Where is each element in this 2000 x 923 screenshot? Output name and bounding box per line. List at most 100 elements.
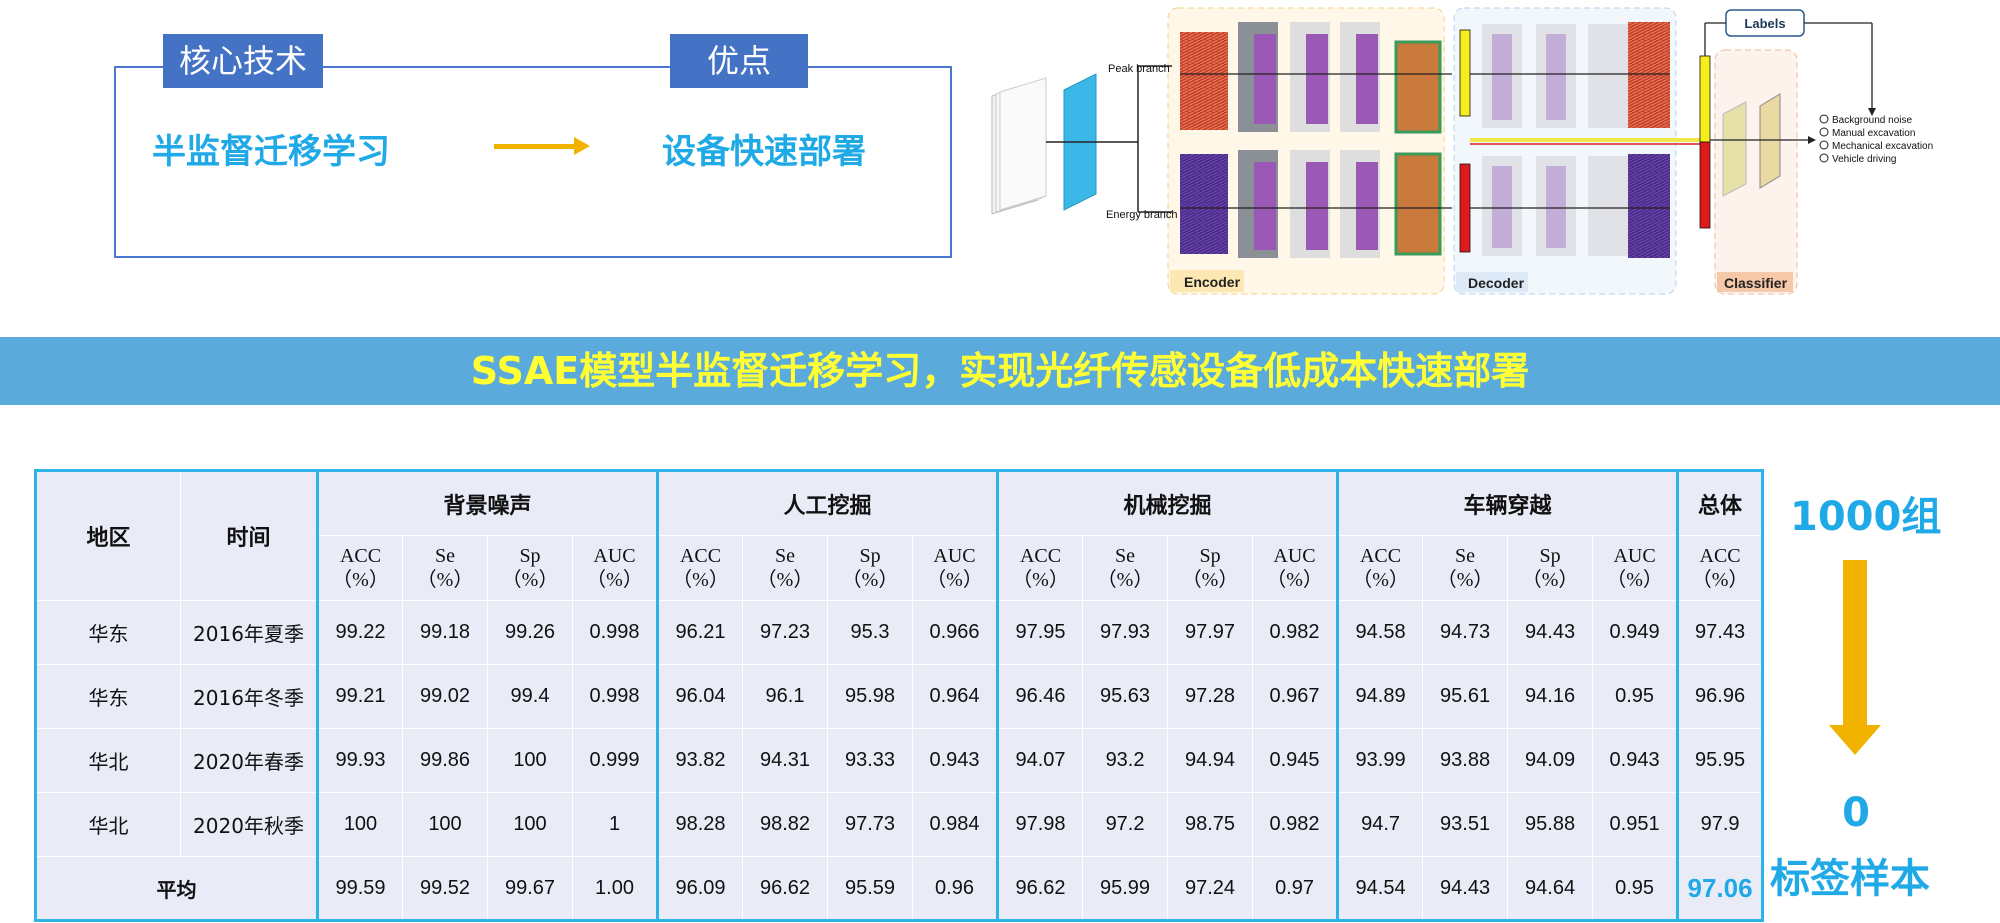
metric-header: Se（%） [742,535,829,601]
metric-unit: （%） [1266,569,1323,591]
value-cell: 99.93 [317,728,403,793]
down-arrow-head-icon [1829,725,1881,755]
classifier-label: Classifier [1724,275,1788,291]
metric-unit: （%） [841,569,899,591]
metric-name: ACC [339,545,382,567]
metric-unit: （%） [756,569,814,591]
value-cell: 95.95 [1677,728,1764,793]
metric-name: Se [775,545,796,567]
concept-box [114,66,952,258]
value-cell: 99.26 [487,600,573,665]
metric-name: AUC [1273,545,1316,567]
average-value-cell: 96.62 [742,856,829,921]
value-cell: 95.98 [827,664,914,729]
metric-unit: （%） [1691,569,1749,591]
peak-branch-label: Peak branch [1108,63,1170,75]
label-samples-text: 标签样本 [1770,856,1930,902]
metric-header: Sp（%） [1167,535,1254,601]
average-value-cell: 94.64 [1507,856,1594,921]
value-cell: 96.1 [742,664,829,729]
average-value-cell: 94.43 [1422,856,1509,921]
value-cell: 99.02 [402,664,488,729]
value-cell: 97.9 [1677,792,1764,857]
value-cell: 100 [487,792,573,857]
average-value-cell: 95.59 [827,856,914,921]
value-cell: 94.07 [997,728,1084,793]
metric-name: Sp [519,545,541,567]
value-cell: 94.58 [1337,600,1424,665]
value-cell: 97.97 [1167,600,1254,665]
value-cell: 93.88 [1422,728,1509,793]
value-cell: 94.89 [1337,664,1424,729]
value-cell: 93.33 [827,728,914,793]
value-cell: 93.99 [1337,728,1424,793]
region-cell: 华北 [35,792,181,857]
sample-count-zero: 0 [1842,790,1870,836]
metric-name: AUC [593,545,636,567]
average-value-cell: 94.54 [1337,856,1424,921]
value-cell: 100 [317,792,403,857]
value-cell: 96.46 [997,664,1084,729]
value-cell: 0.95 [1592,664,1680,729]
value-cell: 95.63 [1082,664,1169,729]
input-stack [991,77,1047,215]
value-cell: 0.945 [1252,728,1340,793]
value-cell: 97.98 [997,792,1084,857]
value-cell: 94.43 [1507,600,1594,665]
group-overall: 总体 [1677,470,1764,536]
value-cell: 0.949 [1592,600,1680,665]
average-value-cell: 96.09 [657,856,744,921]
class-label-vehicle-driving: Vehicle driving [1832,154,1896,165]
time-cell: 2016年夏季 [180,600,319,665]
core-tech-tag: 核心技术 [163,34,323,88]
value-cell: 97.95 [997,600,1084,665]
headline-banner: SSAE模型半监督迁移学习，实现光纤传感设备低成本快速部署 [0,337,2000,405]
metric-name: Se [435,545,455,567]
metric-name: Se [1455,545,1476,567]
encoder-label: Encoder [1184,274,1241,290]
metric-unit: （%） [586,569,643,591]
metric-header: AUC（%） [912,535,1000,601]
value-cell: 0.998 [571,600,660,665]
value-cell: 0.951 [1592,792,1680,857]
average-value-cell: 97.24 [1167,856,1254,921]
metric-name: Sp [1199,545,1221,567]
average-value-cell: 1.00 [571,856,660,921]
value-cell: 97.93 [1082,600,1169,665]
metric-unit: （%） [672,569,729,591]
decoder-label: Decoder [1468,275,1525,291]
header-region: 地区 [35,470,181,601]
value-cell: 98.28 [657,792,744,857]
sample-count-1000: 1000组 [1790,494,1942,540]
value-cell: 1 [571,792,660,857]
value-cell: 94.16 [1507,664,1594,729]
value-cell: 97.28 [1167,664,1254,729]
value-cell: 0.964 [912,664,1000,729]
average-value-cell: 99.59 [317,856,403,921]
region-cell: 华北 [35,728,181,793]
metric-name: ACC [1019,545,1062,567]
average-value-cell: 99.67 [487,856,573,921]
down-arrow-icon [1843,560,1867,728]
metric-header: Sp（%） [827,535,914,601]
value-cell: 0.966 [912,600,1000,665]
class-label-manual-excavation: Manual excavation [1832,128,1915,139]
value-cell: 96.04 [657,664,744,729]
group-background-noise: 背景噪声 [316,470,660,536]
value-cell: 98.75 [1167,792,1254,857]
value-cell: 100 [487,728,573,793]
metric-name: Sp [859,545,881,567]
value-cell: 0.943 [1592,728,1680,793]
value-cell: 94.31 [742,728,829,793]
advantage-tag: 优点 [670,34,808,88]
value-cell: 95.88 [1507,792,1594,857]
average-value-cell: 0.95 [1592,856,1680,921]
group-mechanical-excavation: 机械挖掘 [997,470,1340,536]
value-cell: 93.51 [1422,792,1509,857]
value-cell: 99.4 [487,664,573,729]
metric-unit: （%） [501,569,559,591]
value-cell: 94.7 [1337,792,1424,857]
region-cell: 华东 [35,600,181,665]
value-cell: 97.73 [827,792,914,857]
